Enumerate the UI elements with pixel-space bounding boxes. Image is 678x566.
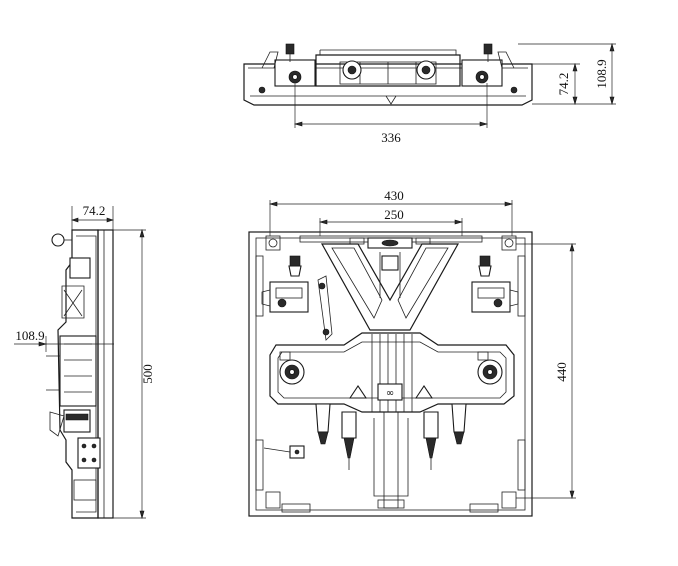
svg-text:∞: ∞: [386, 388, 394, 399]
dim-side-height-label: 500: [140, 364, 155, 384]
dim-front-width-outer-label: 430: [384, 188, 404, 203]
dim-top-height-outer-label: 108.9: [594, 59, 609, 88]
dim-top-height-inner-label: 74.2: [556, 73, 571, 96]
front-view: ∞: [248, 200, 576, 517]
top-view: [243, 42, 616, 128]
side-view: [14, 206, 146, 520]
dim-side-depth-top-label: 74.2: [83, 203, 106, 218]
dim-side-depth-left-label: 108.9: [15, 328, 44, 343]
dim-top-width-label: 336: [381, 130, 401, 145]
dim-front-height-label: 440: [554, 362, 569, 382]
dim-front-width-inner-label: 250: [384, 207, 404, 222]
